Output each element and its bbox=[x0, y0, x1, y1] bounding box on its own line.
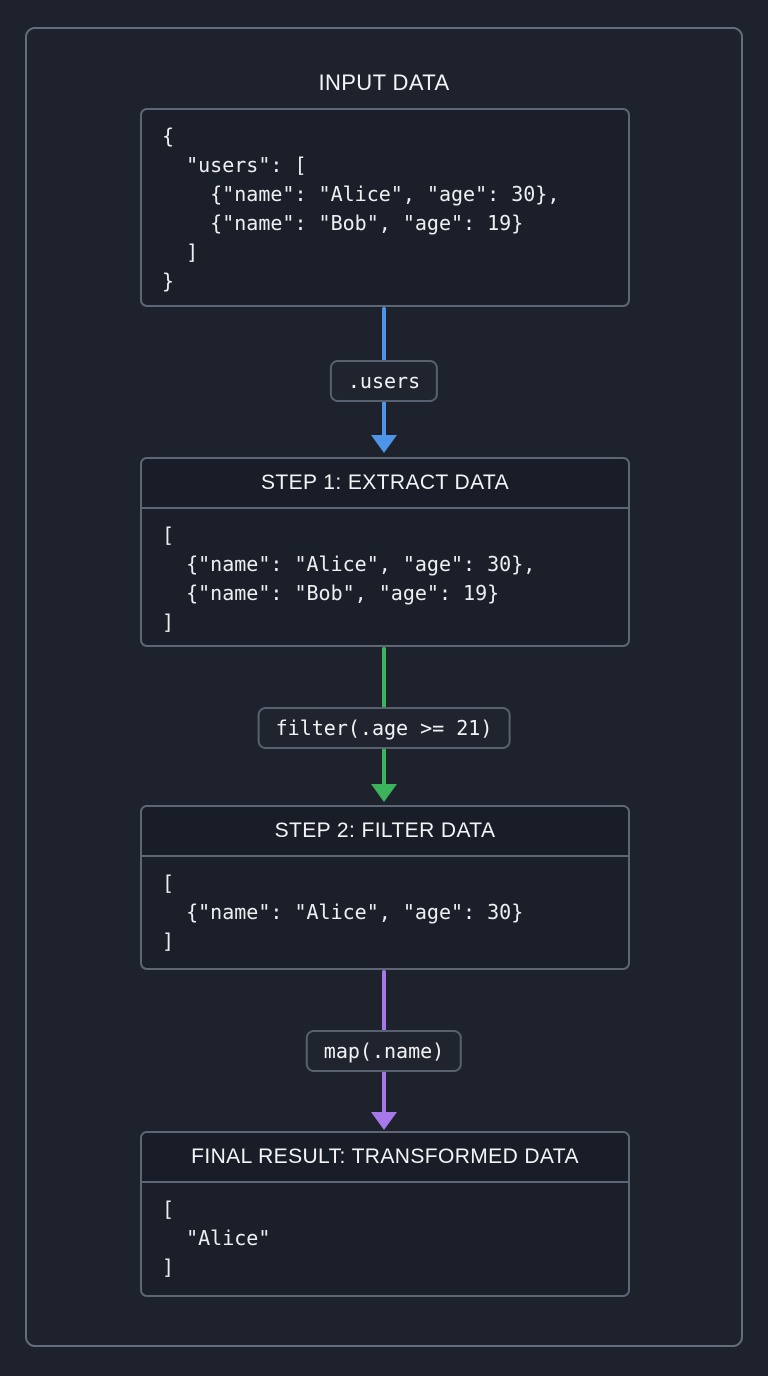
diagram-outer-frame bbox=[25, 27, 743, 1347]
final-result-header: FINAL RESULT: TRANSFORMED DATA bbox=[142, 1133, 628, 1183]
input-data-box: { "users": [ {"name": "Alice", "age": 30… bbox=[140, 108, 630, 307]
final-result-code: [ "Alice" ] bbox=[162, 1197, 271, 1279]
input-data-title: INPUT DATA bbox=[318, 70, 450, 95]
step2-code: [ {"name": "Alice", "age": 30} ] bbox=[162, 871, 524, 953]
step1-header: STEP 1: EXTRACT DATA bbox=[142, 459, 628, 509]
step2-header: STEP 2: FILTER DATA bbox=[142, 807, 628, 857]
operation-label-users: .users bbox=[329, 360, 439, 402]
operation-label-map: map(.name) bbox=[305, 1030, 463, 1072]
input-data-code: { "users": [ {"name": "Alice", "age": 30… bbox=[162, 124, 560, 293]
operation-label-filter: filter(.age >= 21) bbox=[257, 707, 511, 749]
final-result-box: FINAL RESULT: TRANSFORMED DATA [ "Alice"… bbox=[140, 1131, 630, 1297]
step2-box: STEP 2: FILTER DATA [ {"name": "Alice", … bbox=[140, 805, 630, 970]
step1-box: STEP 1: EXTRACT DATA [ {"name": "Alice",… bbox=[140, 457, 630, 647]
step1-code: [ {"name": "Alice", "age": 30}, {"name":… bbox=[162, 523, 536, 634]
